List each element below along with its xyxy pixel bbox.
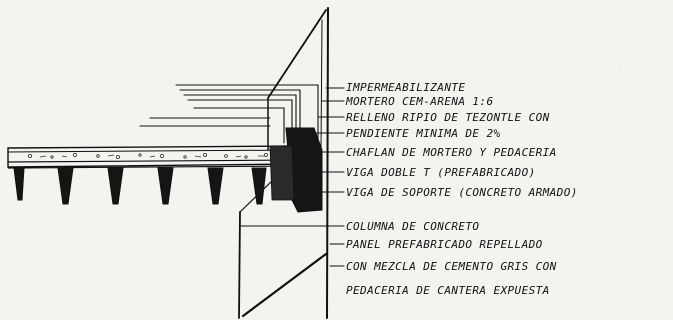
label-relleno: RELLENO RIPIO DE TEZONTLE CON <box>346 111 550 124</box>
leader-lines <box>239 87 345 267</box>
label-mortero: MORTERO CEM-ARENA 1:6 <box>345 95 493 108</box>
label-pendiente: PENDIENTE MINIMA DE 2% <box>346 127 501 140</box>
support-beam <box>269 127 323 213</box>
beam-soffit-line <box>7 165 301 169</box>
slab-topping <box>7 145 301 168</box>
label-panel: PANEL PREFABRICADO REPELLADO <box>346 238 543 251</box>
annotation-labels: IMPERMEABILIZANTE MORTERO CEM-ARENA 1:6 … <box>345 81 578 297</box>
label-pedaceria: PEDACERIA DE CANTERA EXPUESTA <box>346 284 550 297</box>
label-viga-soporte: VIGA DE SOPORTE (CONCRETO ARMADO) <box>346 186 578 199</box>
column-lines <box>238 7 329 319</box>
label-viga-doble-t: VIGA DOBLE T (PREFABRICADO) <box>346 166 536 179</box>
double-t-beams <box>13 167 267 205</box>
paper-texture <box>24 19 661 306</box>
label-chaflan: CHAFLAN DE MORTERO Y PEDACERIA <box>346 146 557 159</box>
label-columna: COLUMNA DE CONCRETO <box>346 220 479 233</box>
label-impermeabilizante: IMPERMEABILIZANTE <box>346 81 465 94</box>
label-mezcla: CON MEZCLA DE CEMENTO GRIS CON <box>346 260 557 273</box>
